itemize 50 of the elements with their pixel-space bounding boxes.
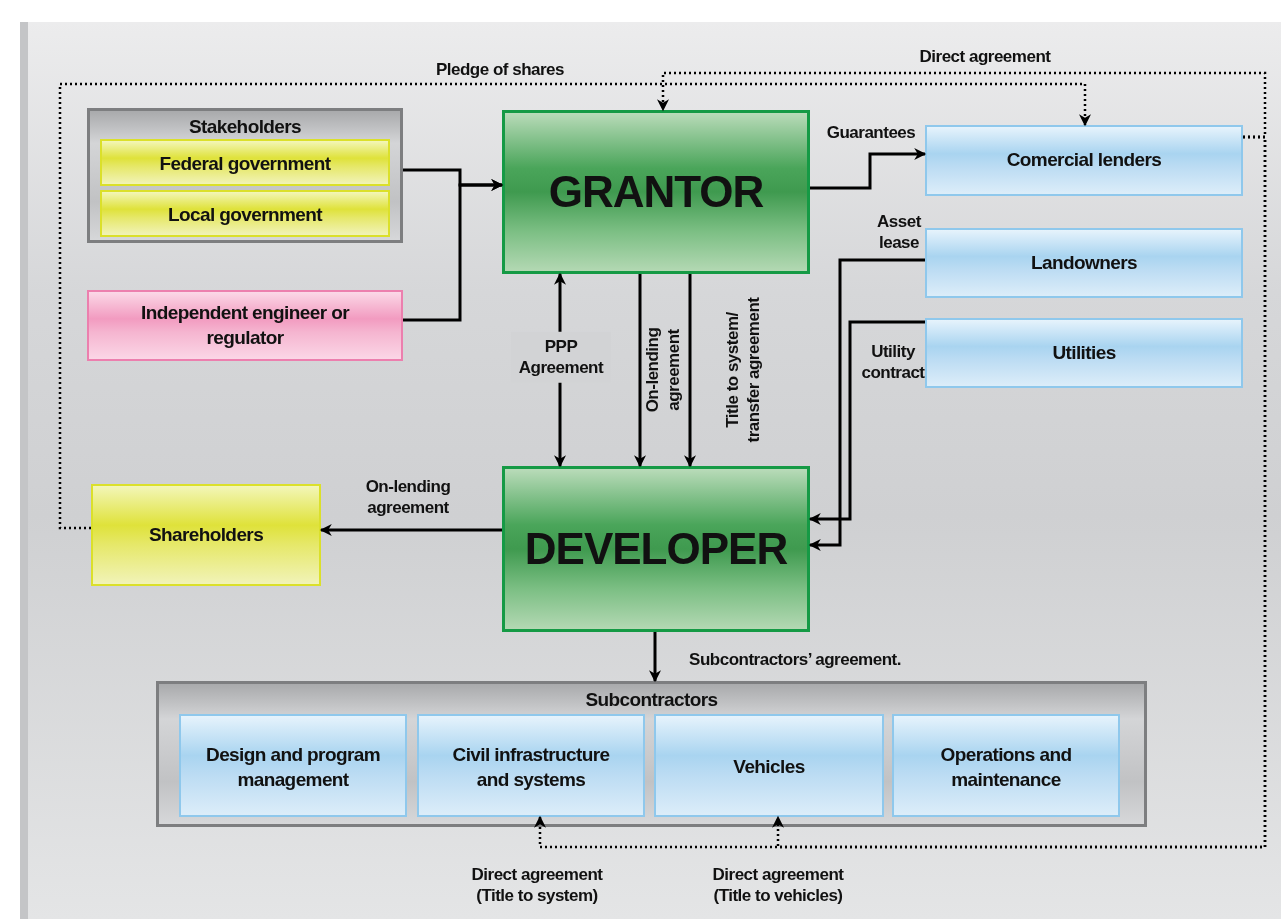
party-name: Vehicles: [732, 755, 806, 780]
edge-label: Subcontractors’ agreement.: [688, 649, 902, 671]
arrow: [649, 632, 661, 683]
party-name: Local government: [166, 203, 324, 228]
party-name: Civil infrastructure and systems: [451, 742, 611, 792]
group-heading: Subcontractors: [584, 688, 719, 712]
party-box: [179, 714, 407, 817]
edge-label: Direct agreement (Title to vehicles): [711, 863, 845, 907]
arrow: [403, 179, 504, 322]
party-name: Federal government: [158, 152, 332, 177]
group-panel: [87, 108, 403, 243]
party-box: [654, 714, 884, 817]
edge-label: Utility contract: [860, 340, 926, 384]
entity-box: [502, 110, 810, 274]
party-box: [91, 484, 321, 586]
entity-name: DEVELOPER: [523, 523, 789, 576]
party-name: Shareholders: [147, 522, 265, 547]
dotted-arrow: [58, 82, 1091, 530]
edge-label: Title to system/ transfer agreement: [723, 296, 763, 445]
party-box: [87, 290, 403, 361]
party-box: [925, 318, 1243, 388]
arrow: [684, 274, 696, 468]
party-box: [925, 125, 1243, 196]
arrow: [808, 258, 925, 551]
party-name: Landowners: [1030, 250, 1138, 275]
party-name: Independent engineer or regulator: [140, 300, 351, 350]
party-box: [100, 139, 390, 186]
arrow: [634, 274, 646, 468]
edge-label: On-lending agreement: [364, 475, 452, 519]
edge-label: On-lending agreement: [643, 326, 683, 415]
party-box: [892, 714, 1120, 817]
group-heading: Stakeholders: [187, 115, 303, 139]
party-name: Operations and maintenance: [939, 742, 1073, 792]
entity-name: GRANTOR: [547, 166, 765, 219]
party-box: [100, 190, 390, 237]
party-box: [417, 714, 645, 817]
party-name: Comercial lenders: [1005, 148, 1163, 173]
party-name: Design and program management: [205, 742, 381, 792]
edge-label: Pledge of shares: [434, 59, 566, 81]
party-name: Utilities: [1051, 340, 1117, 365]
edge-label: Guarantees: [825, 122, 917, 144]
edge-label: Direct agreement: [918, 46, 1052, 68]
arrow: [808, 320, 925, 525]
edge-label: Asset lease: [876, 210, 923, 254]
entity-box: [502, 466, 810, 632]
group-panel: [156, 681, 1147, 827]
party-box: [925, 228, 1243, 298]
edge-label: Direct agreement (Title to system): [470, 863, 604, 907]
dotted-arrow: [772, 135, 1267, 849]
arrow: [810, 148, 927, 190]
